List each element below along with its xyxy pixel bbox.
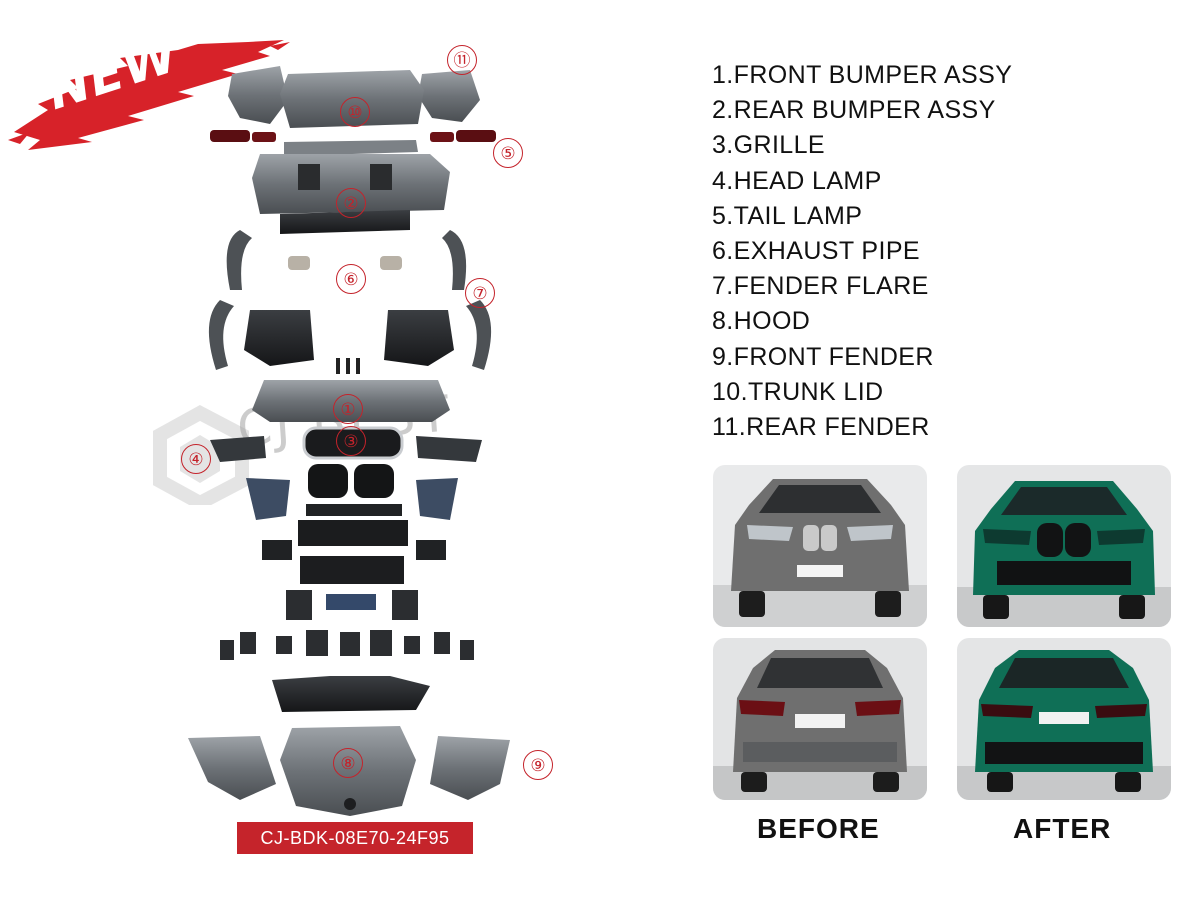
callout-6: ⑥ (336, 264, 366, 294)
product-code-badge: CJ-BDK-08E70-24F95 (237, 822, 473, 854)
rear-fender-right (418, 70, 480, 122)
callout-10: ⑩ (340, 97, 370, 127)
new-banner-brush (8, 40, 290, 150)
callout-3: ③ (336, 426, 366, 456)
list-item: 10.TRUNK LID (712, 377, 884, 406)
before-caption: BEFORE (757, 813, 880, 844)
after-caption: AFTER (1013, 813, 1112, 844)
front-fender-right (430, 736, 510, 800)
headlamp-right (416, 436, 482, 462)
callout-9: ⑨ (523, 750, 553, 780)
exploded-parts-diagram (188, 66, 510, 816)
list-item: 7.FENDER FLARE (712, 272, 929, 301)
parts-list: 1.FRONT BUMPER ASSY 2.REAR BUMPER ASSY 3… (712, 58, 1012, 445)
front-fender-left (188, 736, 276, 800)
callout-2: ② (336, 188, 366, 218)
list-item: 3.GRILLE (712, 131, 825, 160)
list-item: 4.HEAD LAMP (712, 166, 882, 195)
list-item: 8.HOOD (712, 307, 811, 336)
before-front-photo (713, 465, 927, 627)
callout-7: ⑦ (465, 278, 495, 308)
list-item: 9.FRONT FENDER (712, 342, 934, 371)
after-front-photo (957, 465, 1171, 627)
list-item: 5.TAIL LAMP (712, 201, 863, 230)
headlamp-left (210, 436, 266, 462)
after-rear-photo (957, 638, 1171, 800)
rear-fender-left (228, 66, 288, 124)
before-rear-photo (713, 638, 927, 800)
callout-11: ⑪ (447, 45, 477, 75)
callout-5: ⑤ (493, 138, 523, 168)
callout-1: ① (333, 394, 363, 424)
list-item: 2.REAR BUMPER ASSY (712, 96, 996, 125)
callout-4: ④ (181, 444, 211, 474)
list-item: 6.EXHAUST PIPE (712, 236, 920, 265)
list-item: 11.REAR FENDER (712, 412, 930, 441)
callout-8: ⑧ (333, 748, 363, 778)
list-item: 1.FRONT BUMPER ASSY (712, 61, 1013, 89)
